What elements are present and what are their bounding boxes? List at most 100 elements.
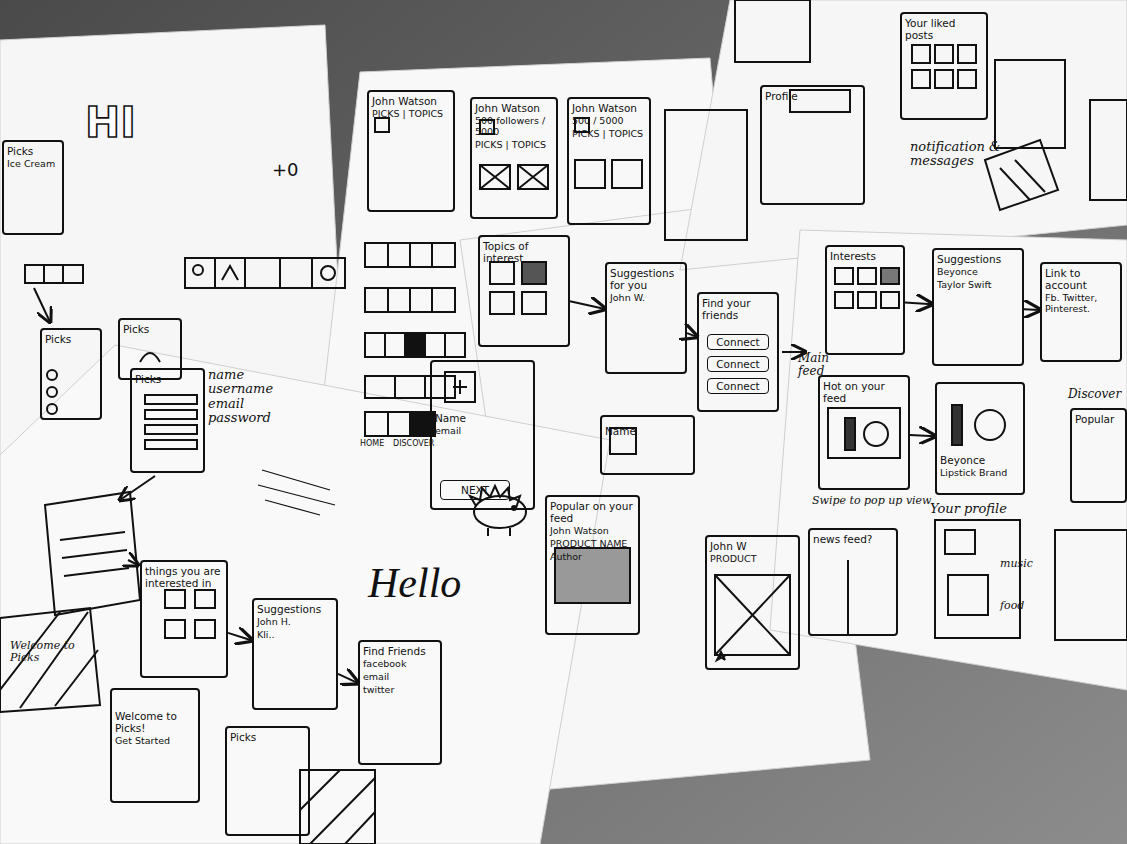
screen-heading: Profile [765,90,860,102]
screen-box: Link to accountFb. Twitter, Pinterest. [1040,262,1122,362]
screen-text: PRODUCT [710,554,795,565]
spacer [907,300,928,301]
flow-arrow [338,674,358,683]
avatar-box [375,118,389,132]
flow-arrow [687,333,697,337]
topic-tile [165,620,185,638]
image-placeholder [518,165,548,189]
input-field [145,425,197,434]
nav-divider [395,376,425,398]
handwritten-note: Discover [1068,388,1127,401]
flow-arrow [570,301,605,309]
nav-bar-sketch [365,376,455,398]
screen-sketch [665,110,747,240]
screen-text: PRODUCT NAME [550,539,635,550]
screen-heading: Connect [716,336,759,348]
handwritten-note: food [1000,600,1040,612]
screen-box: NameemailNEXT [430,360,535,510]
topic-tile [165,590,185,608]
scribble-lines [258,470,335,515]
screen-text: Beyonce [937,267,1019,278]
handwritten-note: +0 [272,160,312,180]
screen-text: John W. [610,293,682,304]
nav-divider [62,265,64,283]
screen-sketch [935,520,1020,638]
handwritten-note: Main feed [798,352,858,378]
image-cross [480,165,510,189]
selected-tab [405,335,425,355]
post-thumb [935,70,953,88]
screen-heading: news feed? [813,533,893,545]
nav-divider [244,258,246,288]
screen-box: Interests [825,245,905,355]
screen-text: PICKS | TOPICS [372,109,450,120]
screen-box: John WatsonPICKS | TOPICS [367,90,455,212]
image-placeholder [480,165,510,189]
post-thumb [912,45,930,63]
image-placeholder [575,160,605,188]
profile-header [945,530,975,554]
screen-text: twitter [363,685,437,696]
nav-divider [43,265,45,283]
screen-heading: Connect [716,380,759,392]
search-icon [193,265,203,275]
screen-sketch [995,60,1065,148]
screen-heading: Interests [830,250,900,262]
screen-box: Picks [40,328,102,420]
nav-divider [214,258,216,288]
screen-box: PicksIce Cream [2,140,64,235]
hatching [300,770,375,844]
screen-heading: Name [605,425,690,437]
screen-sketch [1055,530,1127,640]
interest-tile [835,292,853,308]
screen-heading: things you are interested in [145,565,223,589]
nav-divider [388,243,432,267]
post-thumb [935,45,953,63]
handwritten-note: Hello [368,560,528,606]
plus-sign [453,380,467,394]
screen-heading: NEXT [461,484,489,496]
screen-text: Lipstick Brand [940,468,1020,479]
screen-text: 500 / 5000 [572,116,646,127]
screen-text: facebook [363,659,437,670]
handwritten-note: HI [85,100,175,146]
post-thumb [948,575,988,615]
interest-tile [881,268,899,284]
screen-box: Find your friendsConnectConnectConnect [697,292,779,412]
profile-header [790,90,850,112]
feed-image [828,408,900,458]
nav-divider [385,333,445,357]
screen-box: Popular [1070,408,1127,503]
image-placeholder [612,160,642,188]
screen-box: things you are interested in [140,560,228,678]
screen-sketch [45,492,140,615]
button-box: Connect [707,378,769,394]
screen-heading: Popular on your feed [550,500,635,524]
screen-box: Name [600,415,695,475]
flow-arrow [910,435,935,436]
handwritten-note: notification & messages [910,140,1030,169]
star-icon [717,652,726,660]
screen-sketch [735,0,810,62]
screen-box: Topics of interest [478,235,570,347]
topic-tile [195,590,215,608]
handwritten-note: DISCOVER [393,440,453,449]
screen-sketch [1090,100,1127,200]
screen-text: Taylor Swift [937,280,1019,291]
add-photo-box [445,372,475,402]
screen-heading: Find Friends [363,645,437,657]
screen-box: Suggestions for youJohn W. [605,262,687,374]
nav-divider [388,412,410,436]
screen-box: John WPRODUCT [705,535,800,670]
screen-box: Find Friendsfacebookemailtwitter [358,640,442,765]
nav-bar-sketch [365,412,435,436]
nav-bar-sketch [25,265,83,283]
screen-box: SuggestionsJohn H.Kli.. [252,598,338,710]
screen-heading: Picks [7,145,59,157]
flow-arrow [228,633,252,641]
screen-heading: Suggestions [257,603,333,615]
